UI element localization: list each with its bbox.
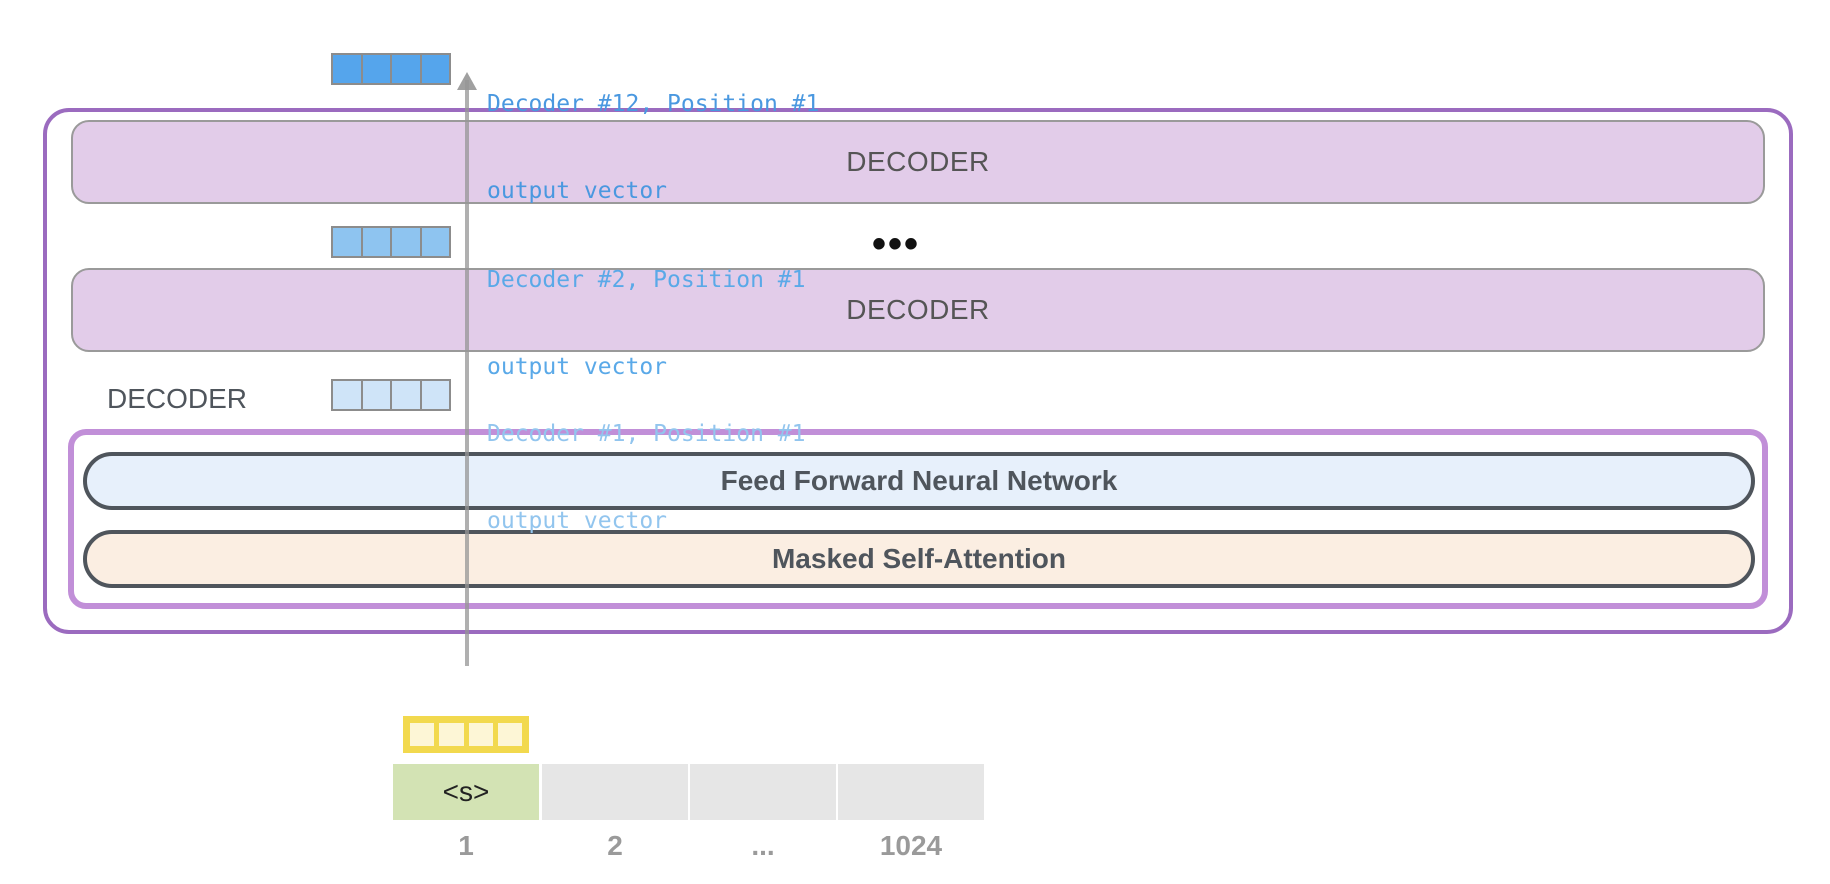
decoder-stack-container (43, 108, 1793, 634)
vector-cell (468, 723, 493, 746)
masked-self-attention-layer: Masked Self-Attention (83, 530, 1755, 588)
output-vector-label-decoder-12: Decoder #12, Position #1 output vector (487, 32, 819, 235)
feed-forward-layer: Feed Forward Neural Network (83, 452, 1755, 510)
vector-label-line2: output vector (487, 508, 668, 534)
vector-label-line2: output vector (487, 354, 668, 380)
vector-cell (392, 55, 422, 83)
decoder-label: DECODER (846, 146, 990, 177)
input-embedding-vector (403, 716, 529, 753)
decoder-block-top: DECODER (71, 120, 1765, 204)
token-slot-4 (838, 764, 984, 820)
output-vector-label-decoder-1: Decoder #1, Position #1 output vector (487, 362, 806, 565)
output-vector-label-decoder-2: Decoder #2, Position #1 output vector (487, 208, 806, 411)
vector-cell (333, 228, 363, 256)
vector-cell (497, 723, 522, 746)
vector-cell (333, 55, 363, 83)
position-label: 1 (458, 830, 474, 861)
decoder-block-expanded (68, 429, 1768, 609)
flow-arrow-head-icon (457, 72, 477, 90)
vector-cell (421, 381, 449, 409)
position-label: 1024 (879, 830, 943, 861)
decoder-label: DECODER (846, 294, 990, 325)
token-slot-2 (542, 764, 688, 820)
vector-cell (421, 55, 449, 83)
vector-label-line2: output vector (487, 178, 668, 204)
flow-arrow-line (465, 80, 469, 666)
position-label: 2 (607, 830, 623, 861)
output-vector-decoder-1 (331, 379, 451, 411)
vector-cell (362, 55, 392, 83)
vector-cell (392, 381, 422, 409)
output-vector-decoder-12 (331, 53, 451, 85)
vector-cell (392, 228, 422, 256)
token-slot-1: <s> (393, 764, 539, 820)
vector-cell (421, 228, 449, 256)
feed-forward-label: Feed Forward Neural Network (720, 465, 1118, 496)
vector-label-line1: Decoder #2, Position #1 (487, 267, 806, 293)
vector-label-line1: Decoder #1, Position #1 (487, 421, 806, 447)
vector-label-line1: Decoder #12, Position #1 (487, 91, 820, 117)
decoder-block-bottom-label: DECODER (107, 383, 248, 414)
masked-self-attention-label: Masked Self-Attention (771, 543, 1067, 574)
token-slot-3 (690, 764, 836, 820)
decoder-block-middle: DECODER (71, 268, 1765, 352)
output-vector-decoder-2 (331, 226, 451, 258)
vector-cell (410, 723, 435, 746)
vector-cell (362, 228, 392, 256)
vector-cell (333, 381, 363, 409)
vector-cell (362, 381, 392, 409)
vector-cell (439, 723, 464, 746)
ellipsis: ••• (872, 222, 921, 266)
position-label: ... (751, 830, 775, 861)
